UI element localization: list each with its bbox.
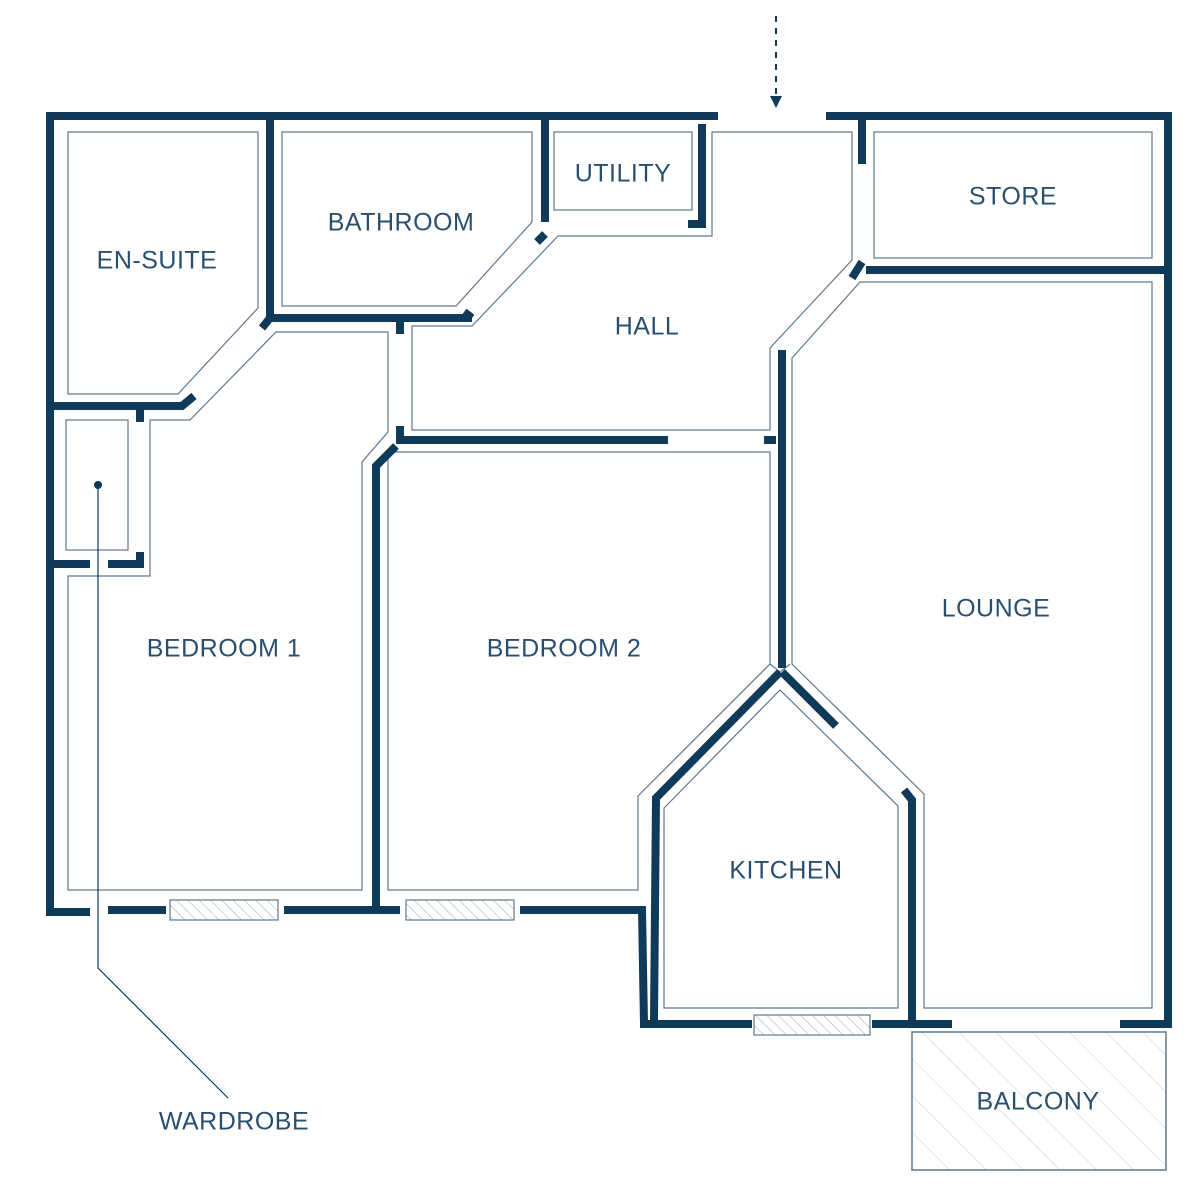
wardrobe-callout-line xyxy=(94,481,229,1099)
walls xyxy=(46,112,1172,1028)
room-label-kitchen: KITCHEN xyxy=(729,856,843,885)
room-label-bathroom: BATHROOM xyxy=(327,208,475,237)
entrance-arrow xyxy=(770,16,782,108)
room-label-utility: UTILITY xyxy=(574,159,672,188)
room-label-lounge: LOUNGE xyxy=(941,594,1051,623)
room-label-bedroom-1: BEDROOM 1 xyxy=(146,634,302,663)
room-label-en-suite: EN-SUITE xyxy=(96,246,218,275)
inner-outlines xyxy=(65,131,1153,1009)
room-label-bedroom-2: BEDROOM 2 xyxy=(486,634,642,663)
room-label-hall: HALL xyxy=(614,312,680,341)
room-label-store: STORE xyxy=(968,182,1058,211)
wardrobe-callout-label: WARDROBE xyxy=(158,1107,310,1136)
windows xyxy=(169,899,871,1036)
room-label-balcony: BALCONY xyxy=(976,1087,1100,1116)
balcony-area xyxy=(911,1031,1167,1171)
